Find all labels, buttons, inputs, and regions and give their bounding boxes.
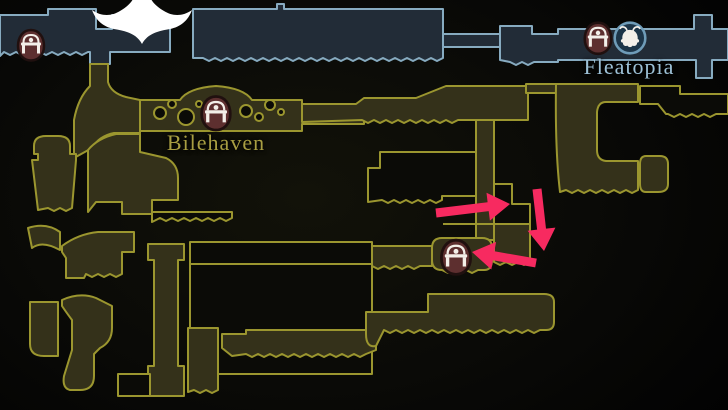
upper-mid-room bbox=[367, 151, 477, 204]
bench-icon-fleatopia bbox=[583, 21, 613, 56]
blue-corridor-fleatopia bbox=[499, 14, 728, 79]
guide-arrow-right bbox=[435, 192, 510, 221]
olive-stem bbox=[73, 63, 141, 159]
tall-column bbox=[147, 243, 185, 397]
boot-room bbox=[61, 294, 113, 391]
decor-ring bbox=[254, 112, 264, 122]
decor-ring bbox=[177, 108, 195, 126]
bottom-corridor bbox=[117, 373, 151, 397]
mid-band bbox=[301, 85, 529, 124]
column-upper bbox=[475, 119, 495, 241]
decor-ring bbox=[153, 106, 167, 120]
label-bilehaven: Bilehaven bbox=[166, 130, 266, 155]
mushroom-room bbox=[31, 135, 77, 212]
left-mid-block bbox=[61, 231, 135, 279]
bench-icon-target bbox=[440, 238, 472, 276]
left-trunk bbox=[87, 133, 179, 215]
right-band bbox=[639, 85, 728, 118]
mid-band-bridge bbox=[525, 83, 559, 94]
lower-right-band bbox=[365, 293, 555, 348]
flea-icon-fleatopia bbox=[613, 21, 647, 55]
decor-ring bbox=[195, 100, 203, 108]
guide-arrow-down bbox=[527, 188, 556, 251]
decor-ring bbox=[277, 108, 285, 116]
bench-icon-upper-left bbox=[16, 28, 46, 62]
blue-corridor-mid bbox=[192, 3, 444, 62]
decor-ring bbox=[264, 99, 276, 111]
decor-ring bbox=[167, 99, 177, 109]
blob-east bbox=[554, 83, 639, 194]
left-bottom-piece bbox=[29, 301, 59, 357]
decor-ring bbox=[239, 104, 253, 118]
bench-icon-bilehaven bbox=[200, 95, 232, 132]
hall-saw-band bbox=[221, 329, 377, 358]
hook-piece bbox=[27, 224, 61, 251]
guide-arrow-left bbox=[472, 241, 537, 270]
blue-neck bbox=[442, 33, 501, 48]
jagged-corridor bbox=[151, 211, 233, 223]
hall-inner-block bbox=[187, 327, 219, 394]
label-fleatopia: Fleatopia bbox=[583, 54, 675, 79]
bench-left-band bbox=[363, 245, 433, 270]
blob-east-appendix bbox=[639, 155, 669, 193]
